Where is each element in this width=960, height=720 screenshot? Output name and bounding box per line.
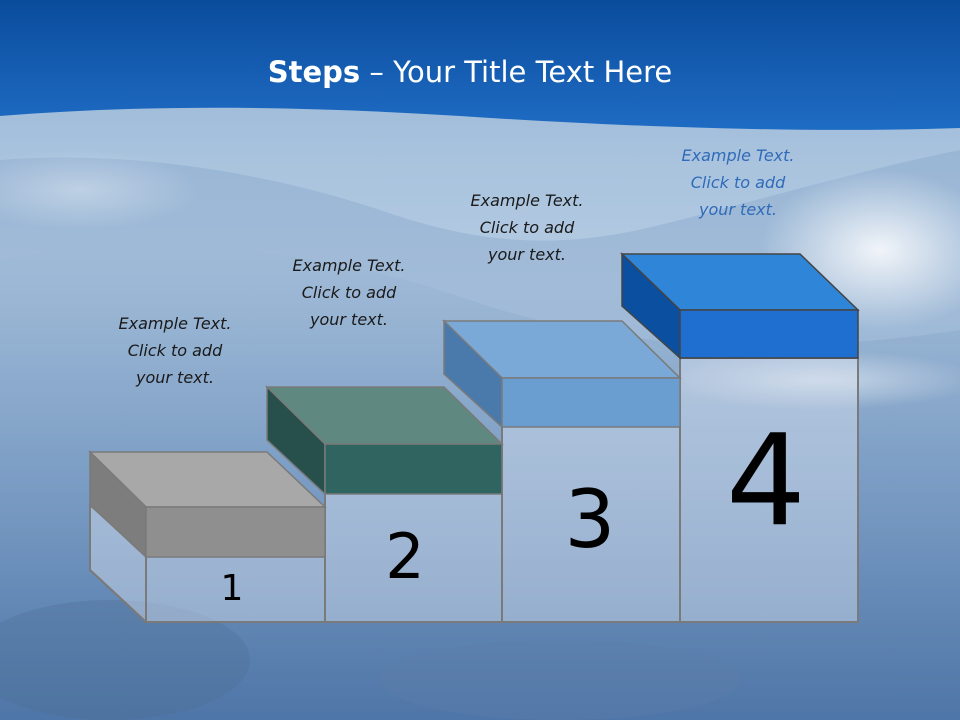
step-text-3-line-2: Click to add [479, 218, 575, 237]
step-text-4-line-2: Click to add [690, 173, 786, 192]
step-text-3-line-1: Example Text. [470, 191, 584, 210]
step-text-2-line-1: Example Text. [292, 256, 406, 275]
slide-title[interactable]: Steps – Your Title Text Here [0, 55, 940, 89]
step-text-2-line-2: Click to add [301, 283, 397, 302]
step-block-3 [442, 319, 682, 429]
step-text-4-line-1: Example Text. [681, 146, 795, 165]
step-number-1: 1 [220, 568, 244, 609]
step-text-1-line-2: Click to add [127, 341, 223, 360]
step-text-3-line-3: your text. [487, 245, 566, 264]
step-number-3: 3 [564, 473, 616, 566]
step-text-1[interactable]: Example Text. Click to add your text. [90, 310, 260, 391]
step-text-1-line-1: Example Text. [118, 314, 232, 333]
step-text-4[interactable]: Example Text. Click to add your text. [653, 142, 823, 223]
step-text-3[interactable]: Example Text. Click to add your text. [442, 187, 612, 268]
step-text-1-line-3: your text. [135, 368, 214, 387]
step-block-2 [265, 385, 504, 496]
step-number-2: 2 [385, 520, 425, 593]
step-block-4 [620, 252, 860, 360]
step-block-1 [88, 450, 327, 559]
step-text-2-line-3: your text. [309, 310, 388, 329]
title-rest: – Your Title Text Here [360, 55, 673, 89]
step-text-2[interactable]: Example Text. Click to add your text. [264, 252, 434, 333]
title-bold: Steps [267, 55, 361, 89]
step-number-4: 4 [725, 407, 807, 554]
step-text-4-line-3: your text. [698, 200, 777, 219]
